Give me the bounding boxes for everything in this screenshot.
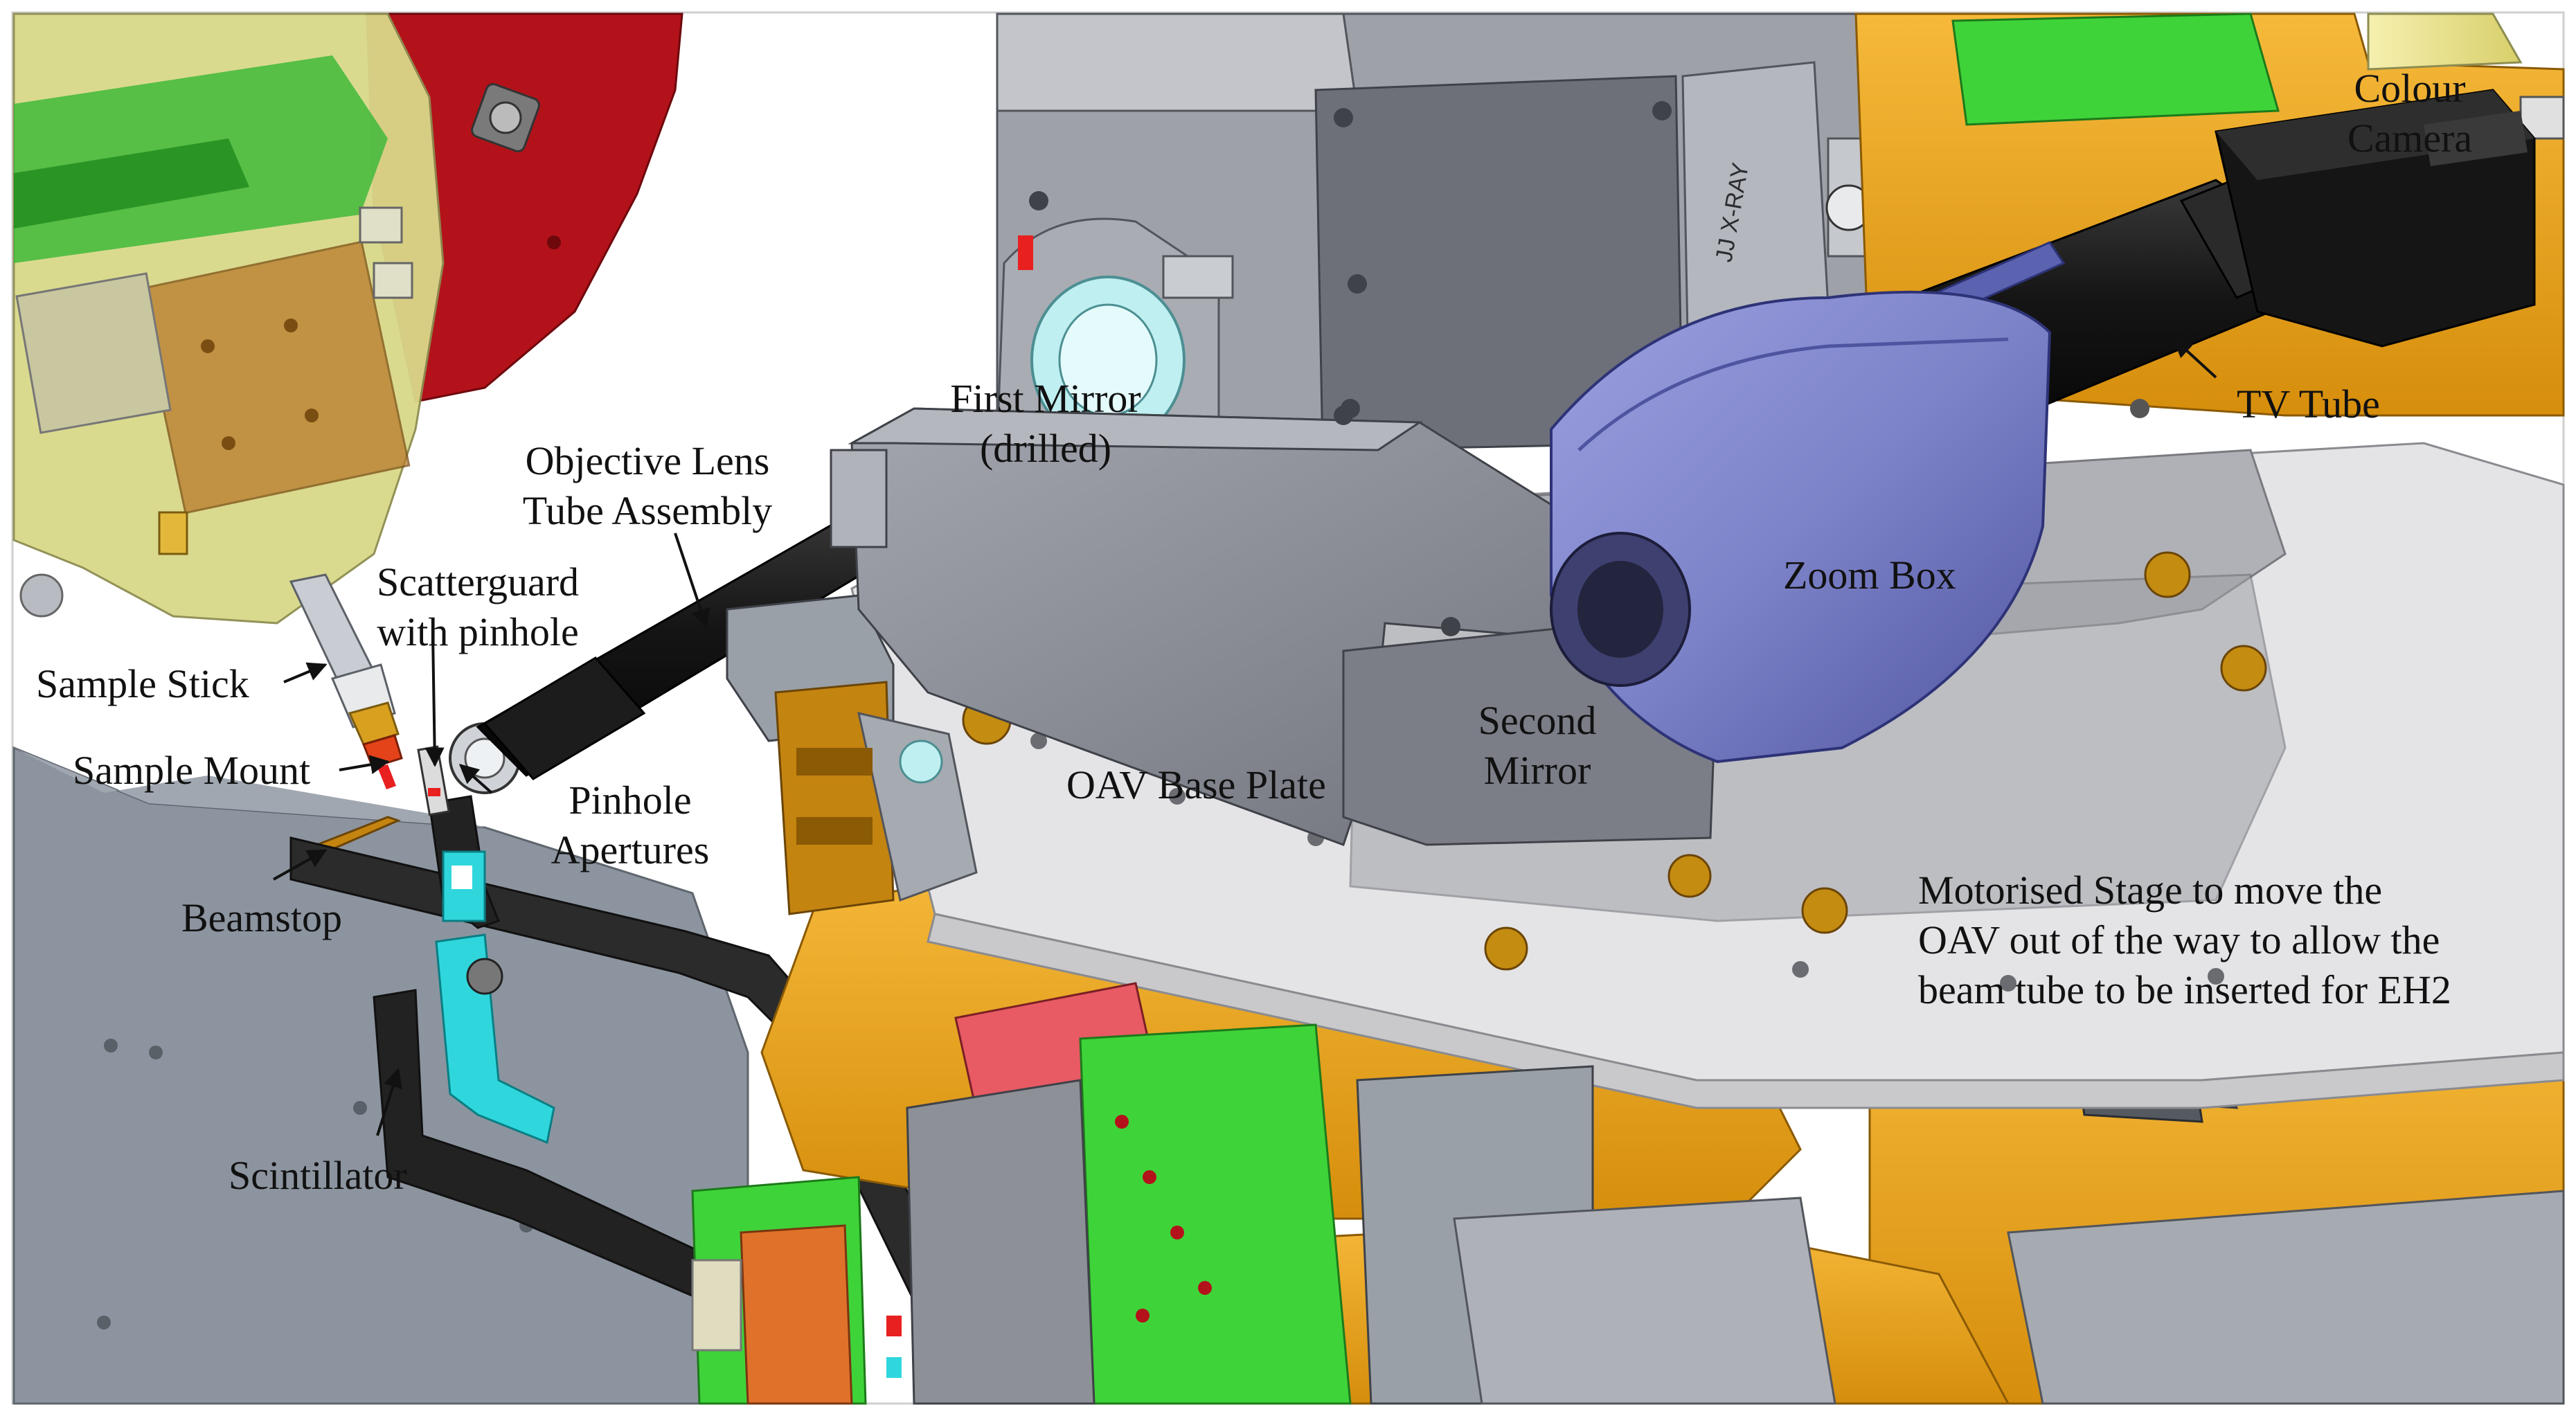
label-first-mirror-line1: First Mirror (950, 376, 1141, 421)
label-motorised-stage-line2: OAV out of the way to allow the (1918, 917, 2440, 962)
lower-electronics (691, 982, 2565, 1405)
label-first-mirror: First Mirror (drilled) (907, 374, 1184, 474)
label-zoom-box: Zoom Box (1783, 553, 1956, 598)
label-beamstop: Beamstop (181, 895, 342, 940)
label-pinhole-apertures: Pinhole Apertures (485, 776, 776, 875)
label-tv-tube: TV Tube (2237, 382, 2380, 427)
label-pinhole-apertures-line2: Apertures (551, 827, 710, 872)
label-colour-camera-line1: Colour (2354, 66, 2466, 111)
label-objective-lens: Objective Lens Tube Assembly (495, 436, 800, 536)
goniometer-head (12, 12, 683, 625)
label-scintillator: Scintillator (229, 1153, 407, 1198)
label-objective-lens-line2: Tube Assembly (522, 488, 773, 533)
label-scatterguard: Scatterguard with pinhole (346, 557, 609, 657)
label-motorised-stage: Motorised Stage to move the OAV out of t… (1918, 866, 2451, 1015)
label-colour-camera-line2: Camera (2347, 116, 2473, 161)
label-pinhole-apertures-line1: Pinhole (569, 778, 692, 823)
label-first-mirror-line2: (drilled) (979, 426, 1112, 471)
label-oav-base-plate: OAV Base Plate (1066, 762, 1326, 807)
label-objective-lens-line1: Objective Lens (525, 438, 770, 483)
label-second-mirror-line2: Mirror (1483, 748, 1591, 793)
label-second-mirror: Second Mirror (1413, 696, 1662, 796)
leader-arrows (273, 338, 2217, 1136)
label-motorised-stage-line1: Motorised Stage to move the (1918, 868, 2383, 913)
zoom-box (1550, 290, 2052, 764)
label-colour-camera: Colour Camera (2299, 64, 2521, 163)
colour-camera (2215, 89, 2536, 348)
label-sample-mount: Sample Mount (73, 748, 311, 793)
label-motorised-stage-line3: beam tube to be inserted for EH2 (1918, 967, 2451, 1012)
label-scatterguard-line1: Scatterguard (376, 559, 580, 604)
label-scatterguard-line2: with pinhole (377, 609, 579, 654)
label-second-mirror-line1: Second (1478, 698, 1597, 743)
label-sample-stick: Sample Stick (36, 661, 249, 706)
xyz-stage (726, 594, 978, 915)
mirror-clamp (996, 217, 1234, 451)
